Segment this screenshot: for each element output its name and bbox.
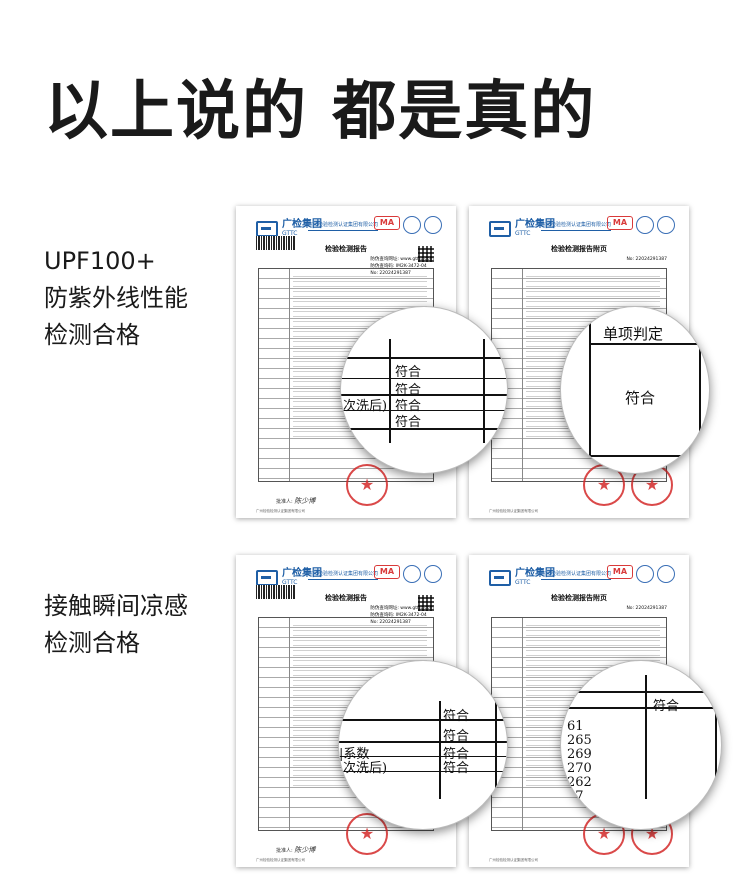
headline: 以上说的 都是真的 (44, 75, 597, 149)
cnas-icon (657, 216, 675, 234)
gttc-logo-icon (256, 220, 278, 237)
caption-cooling: 接触瞬间凉感 检测合格 (44, 588, 188, 662)
report-footer: 广州检验检测认证集团有限公司 (489, 858, 538, 862)
gttc-logo: 广检集团 GTTC (489, 220, 555, 237)
measured-value: 61 (567, 719, 584, 734)
result-text: 符合 (443, 761, 470, 776)
result-text: 符合 (395, 415, 422, 430)
cnas-icon (657, 565, 675, 583)
cert-marks: MA (607, 216, 675, 234)
barcode-icon (256, 236, 296, 250)
result-text: 符合 (443, 729, 470, 744)
cert-marks: MA (607, 565, 675, 583)
report-title: 检验检测报告 (325, 245, 367, 253)
caption-line: 检测合格 (44, 629, 140, 657)
qr-code-icon (418, 246, 434, 262)
result-text: 符合 (443, 709, 470, 724)
logo-sub: GTTC (282, 230, 298, 237)
gttc-logo: 广检集团 GTTC (256, 569, 322, 586)
org-name: 广州检验检测认证集团有限公司 (541, 570, 612, 580)
logo-sub: GTTC (515, 230, 531, 237)
logo-text: 广检集团 (282, 219, 322, 230)
red-seal-icon: ★ (346, 464, 388, 506)
org-name: 广州检验检测认证集团有限公司 (308, 221, 379, 231)
gttc-logo-icon (489, 569, 511, 586)
ilac-icon (636, 216, 654, 234)
cert-marks: MA (374, 216, 442, 234)
signature: 批准人: 陈少博 (276, 846, 316, 854)
meta-line: 防伪查询码: IM2K-3472-04 (370, 613, 427, 618)
ilac-icon (636, 565, 654, 583)
condition-text: 次洗后) (343, 761, 388, 776)
report-title: 检验检测报告附页 (551, 245, 607, 253)
meta-line: 防伪查询码: IM2K-3472-04 (370, 264, 427, 269)
condition-text: |系数 (339, 747, 370, 762)
org-name: 广州检验检测认证集团有限公司 (541, 221, 612, 231)
report-title: 检验检测报告 (325, 594, 367, 602)
result-text: 符合 (443, 747, 470, 762)
report-title: 检验检测报告附页 (551, 594, 607, 602)
report-number: No: 22024291387 (626, 606, 667, 611)
ilac-icon (403, 216, 421, 234)
cma-icon: MA (607, 565, 633, 579)
caption-upf: UPF100+ 防紫外线性能 检测合格 (44, 243, 188, 354)
result-text: 符合 (395, 365, 422, 380)
report-number: No: 22024291387 (626, 257, 667, 262)
report-footer: 广州检验检测认证集团有限公司 (256, 858, 305, 862)
cert-marks: MA (374, 565, 442, 583)
magnifier-single-judgment: 单项判定 符合 (560, 306, 710, 474)
magnifier-measured-values: 符合 61 265 269 270 262 27 (560, 660, 722, 830)
signature: 批准人: 陈少博 (276, 497, 316, 505)
magnifier-pass-result: 符合 符合 次洗后) 符合 符合 (340, 306, 508, 474)
org-name: 广州检验检测认证集团有限公司 (308, 570, 379, 580)
gttc-logo: 广检集团 GTTC (256, 220, 322, 237)
report-meta: No: 22024291387 (626, 256, 667, 263)
caption-line: 检测合格 (44, 321, 140, 349)
meta-line: 防伪查询网址: www.gtttc.com (370, 606, 434, 611)
measured-value: 265 (567, 733, 592, 748)
barcode-icon (256, 585, 296, 599)
cnas-icon (424, 565, 442, 583)
logo-text: 广检集团 (515, 219, 555, 230)
report-footer: 广州检验检测认证集团有限公司 (489, 509, 538, 513)
cma-icon: MA (607, 216, 633, 230)
gttc-logo: 广检集团 GTTC (489, 569, 555, 586)
cma-icon: MA (374, 565, 400, 579)
logo-text: 广检集团 (282, 568, 322, 579)
magnifier-pass-result: 符合 符合 |系数 符合 次洗后) 符合 (338, 660, 508, 830)
result-text: 符合 (395, 383, 422, 398)
measured-value: 269 (567, 747, 592, 762)
cnas-icon (424, 216, 442, 234)
logo-sub: GTTC (515, 579, 531, 586)
logo-text: 广检集团 (515, 568, 555, 579)
measured-value: 270 (567, 761, 592, 776)
measured-value: 262 (567, 775, 592, 790)
caption-line: 防紫外线性能 (44, 284, 188, 312)
gttc-logo-icon (256, 569, 278, 586)
qr-code-icon (418, 595, 434, 611)
gttc-logo-icon (489, 220, 511, 237)
result-text: 符合 (395, 399, 422, 414)
caption-line: UPF100+ (44, 247, 156, 275)
condition-text: 次洗后) (343, 399, 388, 414)
caption-line: 接触瞬间凉感 (44, 592, 188, 620)
result-text: 符合 (625, 389, 656, 407)
logo-sub: GTTC (282, 579, 298, 586)
meta-line: 防伪查询网址: www.gtttc.com (370, 257, 434, 262)
ilac-icon (403, 565, 421, 583)
cma-icon: MA (374, 216, 400, 230)
report-footer: 广州检验检测认证集团有限公司 (256, 509, 305, 513)
result-text: 符合 (653, 699, 680, 714)
measured-value: 27 (567, 789, 584, 804)
red-seal-icon: ★ (346, 813, 388, 855)
report-meta: No: 22024291387 (626, 605, 667, 612)
column-header: 单项判定 (603, 325, 664, 343)
